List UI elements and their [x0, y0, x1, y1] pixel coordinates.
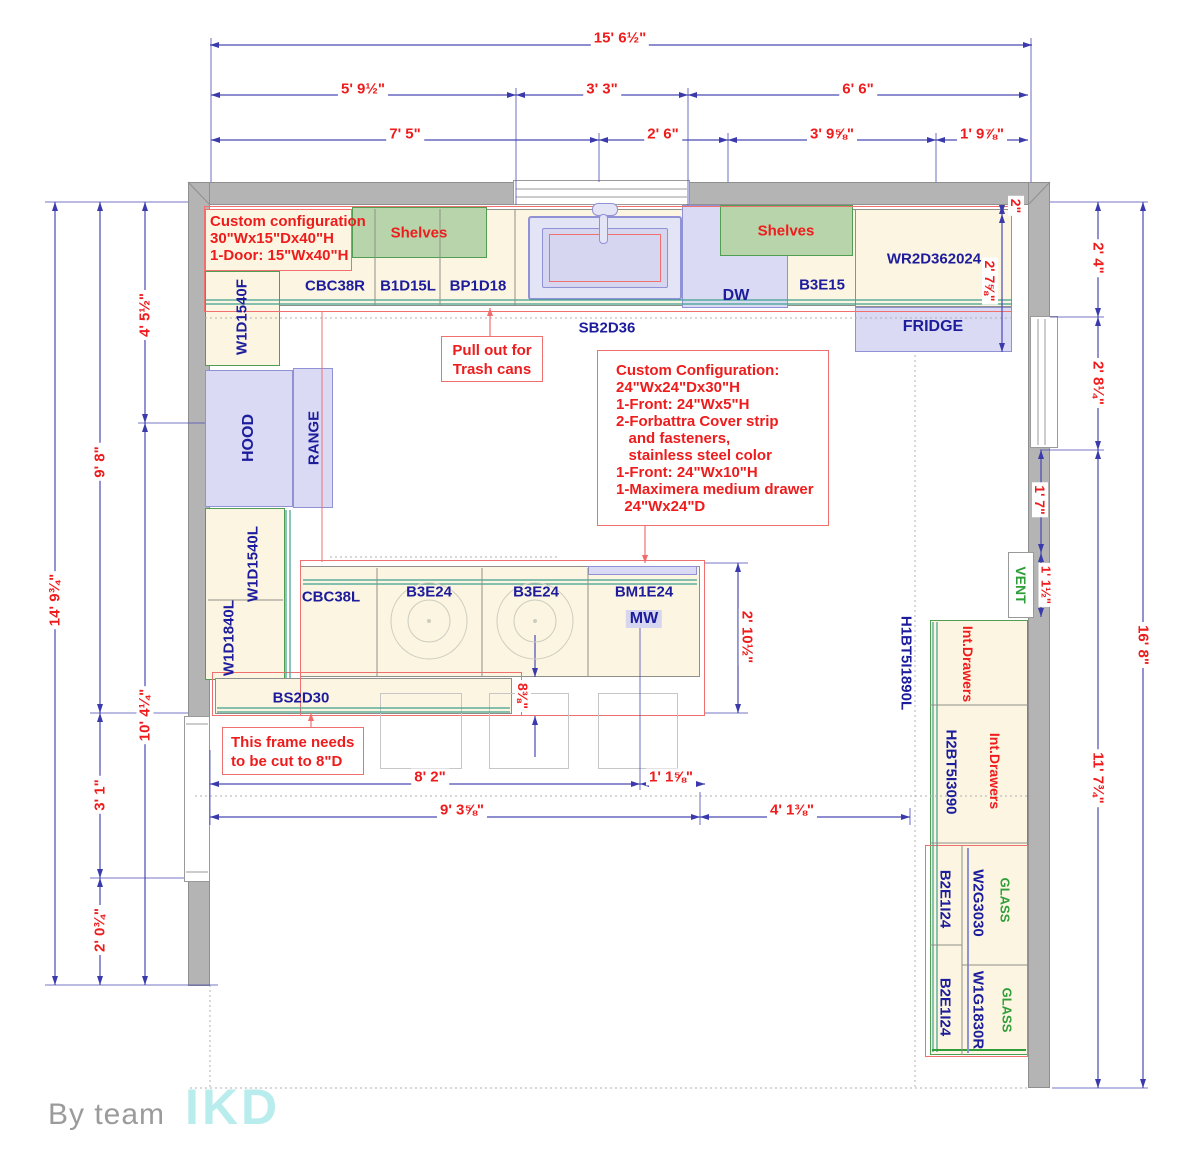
credit: By team IKD: [48, 1078, 280, 1136]
credit-text: By team: [48, 1098, 166, 1131]
cabinet-circle-symbol: [496, 582, 574, 660]
cabinet-circle-symbol: [427, 619, 431, 623]
cabinet-circle-symbol: [390, 582, 468, 660]
cabinet-circle-symbol: [533, 619, 537, 623]
plan-line: [187, 181, 211, 206]
cabinet-circle-symbol: [513, 599, 557, 643]
cabinet-circle-symbol: [407, 599, 451, 643]
brand-logo: IKD: [185, 1079, 281, 1135]
plan-line: [1027, 181, 1051, 206]
